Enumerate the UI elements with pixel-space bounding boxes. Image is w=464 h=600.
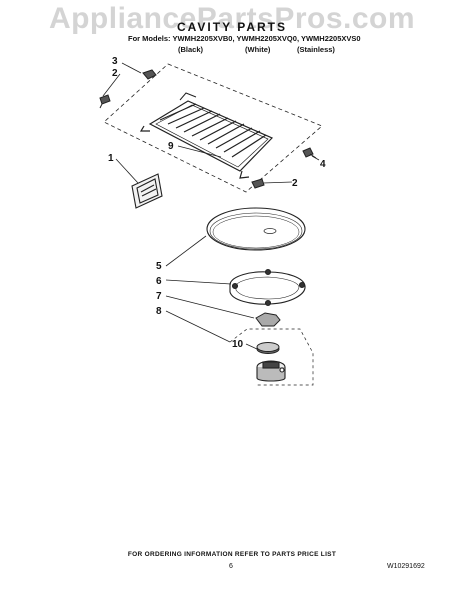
- callout-3: 3: [112, 56, 118, 67]
- wire-rack: [139, 92, 274, 179]
- turntable-glass-tray: [206, 207, 306, 251]
- models-line: For Models: YWMH2205XVB0, YWMH2205XVQ0, …: [128, 34, 361, 43]
- page-number: 6: [229, 563, 233, 570]
- callout-9: 9: [168, 141, 174, 152]
- callout-7: 7: [156, 291, 162, 302]
- ordering-note: FOR ORDERING INFORMATION REFER TO PARTS …: [127, 551, 337, 558]
- rack-frame-outline: [103, 63, 323, 193]
- callout-10: 10: [232, 339, 244, 350]
- turntable-coupler: [255, 312, 281, 327]
- page-title: CAVITY PARTS: [176, 20, 287, 34]
- rack-support-clip-right: [302, 147, 317, 159]
- callout-1: 1: [108, 153, 114, 164]
- roller-support-ring: [229, 268, 306, 307]
- screw-part-2: [251, 178, 265, 189]
- finish-black: (Black): [178, 45, 204, 54]
- document-number: W10291692: [387, 563, 425, 570]
- leader-lines: [102, 62, 320, 350]
- callout-8: 8: [156, 306, 162, 317]
- motor-washer: [256, 342, 280, 354]
- rack-support-clip: [99, 69, 157, 109]
- waveguide-cover: [131, 173, 163, 209]
- callout-6: 6: [156, 276, 162, 287]
- callout-2-lower: 2: [292, 178, 298, 189]
- callout-4: 4: [320, 159, 326, 170]
- callout-2-upper: 2: [112, 68, 118, 79]
- turntable-motor: [256, 360, 286, 382]
- watermark: AppliancePartsPros.com: [48, 2, 416, 35]
- finish-stainless: (Stainless): [297, 45, 335, 54]
- finish-white: (White): [245, 45, 271, 54]
- callout-5: 5: [156, 261, 162, 272]
